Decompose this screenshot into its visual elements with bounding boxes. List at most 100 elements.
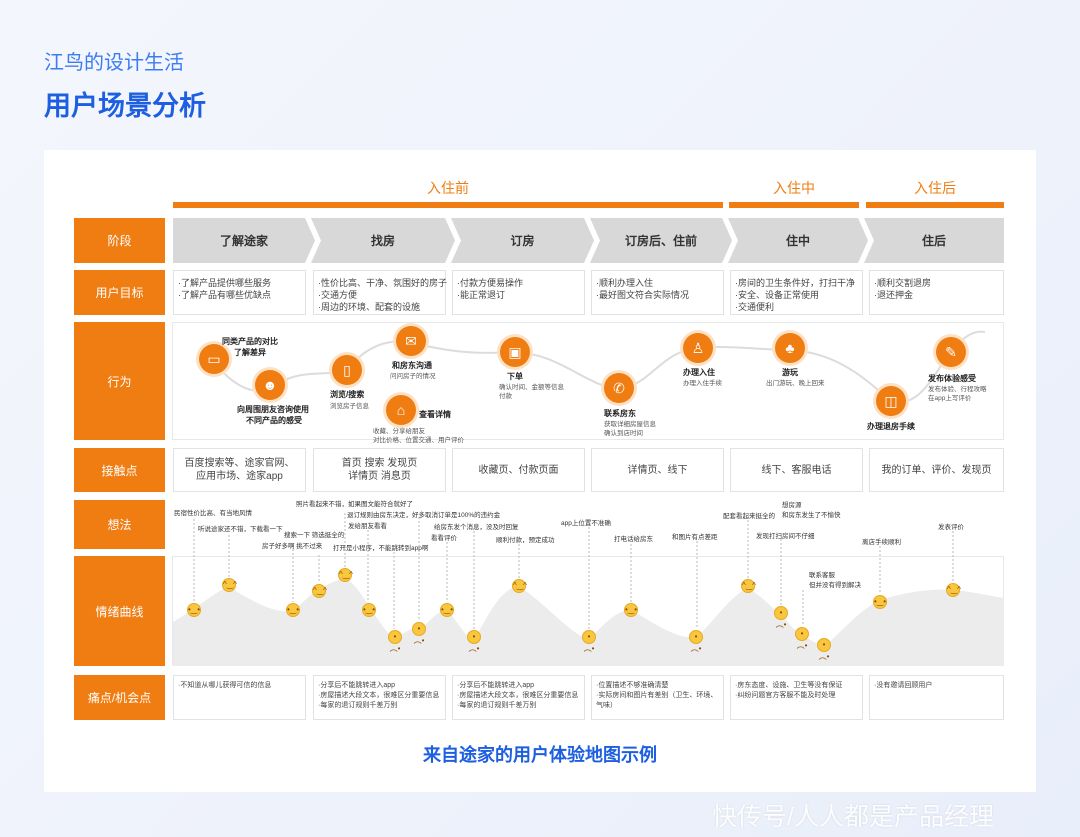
goal-text: ·交通方便 [318, 290, 357, 300]
behavior-title: 下单 [507, 372, 523, 381]
thought-text: 打开是小程序，不能跳转到app啊 [333, 545, 429, 552]
sad-face-icon: •︵• [467, 630, 481, 653]
row-label-emotion: 情绪曲线 [74, 556, 165, 666]
stage-book: 订房 [451, 218, 594, 263]
pain-text: ·没有邀请回顾用户 [874, 682, 933, 689]
stage-after: 住后 [864, 218, 1004, 263]
thought-text: 顺利付款，预定成功 [496, 537, 555, 544]
behavior-desc: 确认时间、金额等信息 [499, 384, 564, 391]
pain-cell: ·位置描述不够准确清楚 ·实际房间和图片有差别（卫生、环境、 气味） [591, 675, 724, 720]
touchpoint-text: 应用市场、途家app [196, 471, 283, 482]
behavior-desc: 发布体验、行程攻略 [928, 386, 987, 393]
behavior-title: 游玩 [782, 368, 798, 377]
behavior-title: 查看详情 [419, 410, 451, 419]
sad-face-icon: •︵• [689, 630, 703, 653]
monitor-icon: ▭ [199, 344, 229, 374]
behavior-title: 浏览/搜索 [330, 390, 365, 399]
phase-label: 入住中 [773, 180, 815, 196]
pain-cell: ·分享后不能跳转进入app ·房屋描述大段文本，很难区分重要信息 ·每家的退订规… [452, 675, 585, 720]
pain-text: ·实际房间和图片有差别（卫生、环境、 [596, 692, 718, 699]
goal-text: ·最好图文符合实际情况 [596, 290, 689, 300]
pain-cell: ·不知道从哪儿获得可信的信息 [173, 675, 306, 720]
behavior-title: 联系房东 [604, 409, 636, 418]
thought-text: 退订规则由房东决定，好多取消订单是100%的违约金 [347, 512, 501, 519]
behavior-title: 同类产品的对比 [222, 337, 278, 346]
behavior-desc: 在app上写评价 [928, 395, 972, 402]
goal-text: ·了解产品提供哪些服务 [178, 278, 271, 288]
neutral-face-icon: •‿• [286, 603, 300, 617]
neutral-face-icon: •‿• [873, 595, 887, 609]
behavior-desc: 收藏、分享给朋友 [373, 428, 425, 435]
pain-cell: ·房东态度、设施、卫生等没有保证 ·纠纷问题官方客服不能及时处理 [730, 675, 863, 720]
goal-text: ·周边的环境、配套的设施 [318, 302, 420, 312]
goal-cell: ·顺利办理入住 ·最好图文符合实际情况 [591, 270, 724, 315]
thought-text: 离店手续顺利 [862, 539, 901, 546]
goal-cell: ·付款方便易操作 ·能正常退订 [452, 270, 585, 315]
thought-text: 给房东发个消息，没及时回复 [434, 524, 519, 531]
thought-text: 联系客服 [809, 572, 835, 579]
phase-bar [729, 202, 859, 208]
stamp-icon: ♙ [683, 333, 713, 363]
touchpoint-cell: 收藏页、付款页面 [452, 448, 585, 492]
page-title: 用户场景分析 [44, 91, 206, 121]
behavior-desc: 问问房子的情况 [390, 373, 436, 380]
pain-text: ·每家的退订规则千差万别 [457, 702, 537, 709]
neutral-face-icon: •‿• [624, 603, 638, 617]
behavior-title: 发布体验感受 [928, 374, 976, 383]
watermark: 快传号/人人都是产品经理 [712, 803, 994, 831]
happy-face-icon: ^‿^ [741, 579, 756, 593]
touchpoint-text: 我的订单、评价、发现页 [881, 464, 992, 476]
figure-caption: 来自途家的用户体验地图示例 [423, 745, 657, 765]
thought-text: 发给朋友看看 [348, 523, 387, 530]
thought-text: 搜索一下 筛选挺全的 [284, 532, 345, 539]
goal-text: ·了解产品有哪些优缺点 [178, 290, 271, 300]
behavior-title: 办理入住 [683, 368, 715, 377]
row-label-thought: 想法 [74, 500, 165, 549]
row-label-touchpoint: 接触点 [74, 448, 165, 492]
pain-cell: ·没有邀请回顾用户 [869, 675, 1004, 720]
behavior-desc: 对比价格、位置交通、用户评价 [373, 437, 464, 444]
pain-text: ·分享后不能跳转进入app [318, 682, 396, 689]
home-icon: ⌂ [386, 395, 416, 425]
happy-face-icon: ^‿^ [222, 578, 237, 592]
happy-face-icon: ^‿^ [512, 579, 527, 593]
goal-text: ·房间的卫生条件好，打扫干净 [735, 278, 855, 288]
phase-label: 入住后 [914, 180, 956, 196]
row-label-stage: 阶段 [74, 218, 165, 263]
pain-text: ·房东态度、设施、卫生等没有保证 [735, 682, 843, 689]
goal-cell: ·了解产品提供哪些服务 ·了解产品有哪些优缺点 [173, 270, 306, 315]
goal-cell: ·房间的卫生条件好，打扫干净 ·安全、设备正常使用 ·交通便利 [730, 270, 863, 315]
stage-stay: 住中 [728, 218, 868, 263]
touchpoint-text: 详情页 消息页 [348, 471, 411, 482]
luggage-icon: ◫ [876, 386, 906, 416]
behavior-desc: 付款 [499, 393, 512, 400]
thought-text: 但并没有得到解决 [809, 582, 861, 589]
stage-learn: 了解途家 [173, 218, 315, 263]
neutral-face-icon: •‿• [440, 603, 454, 617]
behavior-title: 了解差异 [234, 348, 266, 357]
touchpoint-cell: 首页 搜索 发现页 详情页 消息页 [313, 448, 446, 492]
behavior-desc: 出门游玩、晚上回来 [766, 380, 825, 387]
sad-face-icon: •︵• [817, 638, 831, 661]
behavior-desc: 确认到店时间 [604, 430, 643, 437]
thought-text: 和房东发生了不愉快 [782, 512, 841, 519]
pain-text: ·每家的退订规则千差万别 [318, 702, 398, 709]
pain-text: ·房屋描述大段文本，很难区分重要信息 [318, 692, 440, 699]
happy-face-icon: ^‿^ [312, 584, 327, 598]
sad-face-icon: •︵• [774, 606, 788, 629]
behavior-desc: 获取详细房屋信息 [604, 421, 656, 428]
thought-text: 听说途家还不错，下载看一下 [198, 526, 283, 533]
pain-cell: ·分享后不能跳转进入app ·房屋描述大段文本，很难区分重要信息 ·每家的退订规… [313, 675, 446, 720]
neutral-face-icon: •‿• [187, 603, 201, 617]
pain-text: ·房屋描述大段文本，很难区分重要信息 [457, 692, 579, 699]
row-label-pain: 痛点/机会点 [74, 675, 165, 720]
stage-search: 找房 [311, 218, 455, 263]
goal-text: ·交通便利 [735, 302, 774, 312]
touchpoint-text: 线下、客服电话 [761, 464, 832, 476]
goal-text: ·性价比高、干净、氛围好的房子 [318, 278, 447, 288]
touchpoint-cell: 我的订单、评价、发现页 [869, 448, 1004, 492]
sad-face-icon: •︵• [388, 630, 402, 653]
happy-face-icon: ^‿^ [338, 568, 353, 582]
call-icon: ✆ [604, 373, 634, 403]
